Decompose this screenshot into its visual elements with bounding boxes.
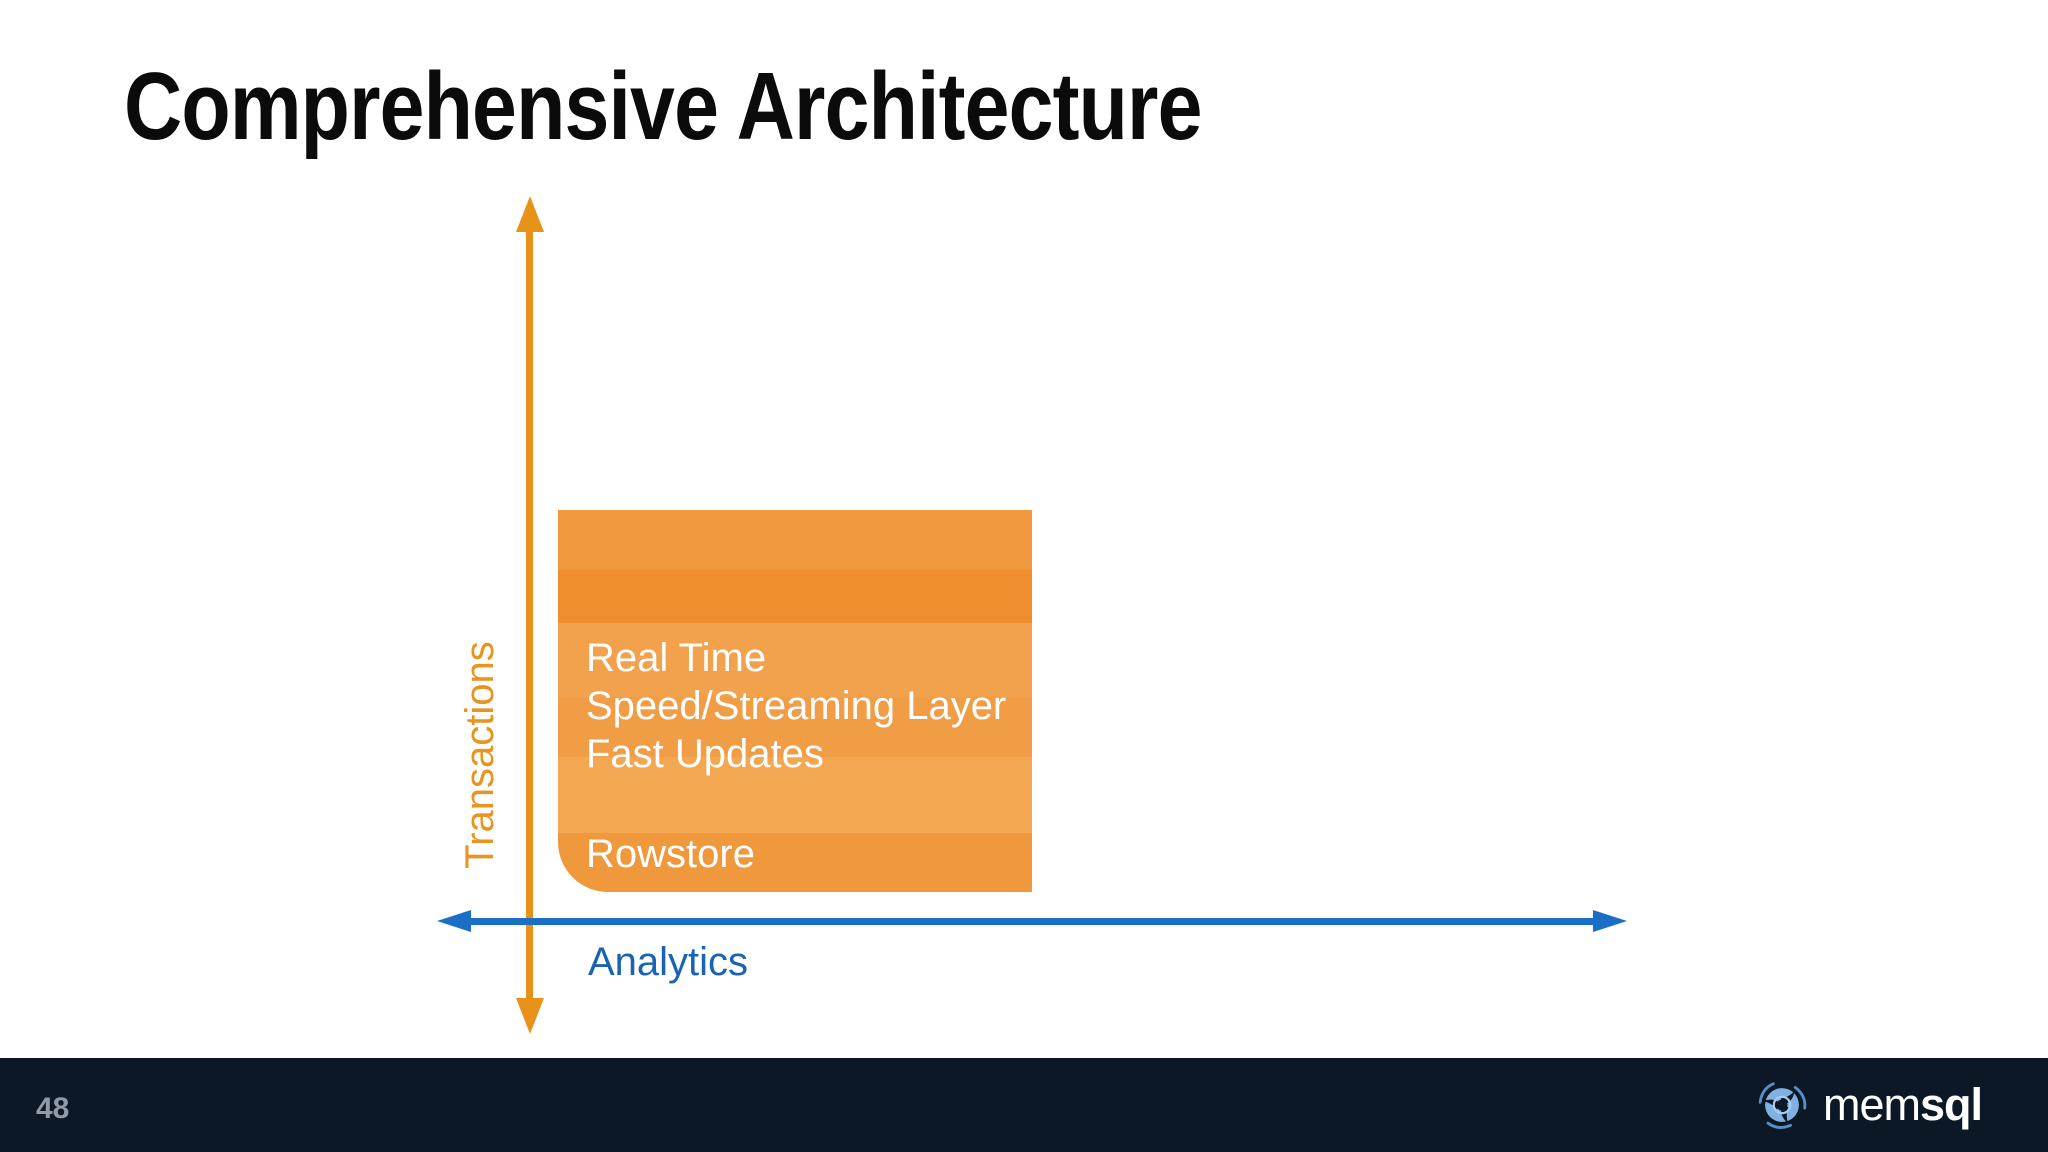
- y-axis-line: [526, 226, 533, 1002]
- down-arrowhead-icon: [516, 998, 544, 1034]
- right-arrowhead-icon: [1593, 910, 1627, 932]
- x-axis-label: Analytics: [588, 940, 749, 984]
- x-axis-line: [468, 918, 1596, 925]
- up-arrowhead-icon: [516, 196, 544, 232]
- box-line: Speed/Streaming Layer: [586, 684, 1007, 728]
- left-arrowhead-icon: [437, 910, 471, 932]
- page-title: Comprehensive Architecture: [124, 53, 1202, 160]
- box-text-block: Real Time Speed/Streaming Layer Fast Upd…: [586, 634, 1006, 778]
- page-number: 48: [36, 1092, 70, 1125]
- y-axis-label: Transactions: [458, 641, 502, 869]
- box-line: Fast Updates: [586, 732, 824, 776]
- memsql-wordmark: memsql: [1822, 1079, 1983, 1131]
- rowstore-label: Rowstore: [586, 832, 755, 876]
- box-line: Real Time: [586, 636, 767, 680]
- logo-text-mem: mem: [1822, 1079, 1921, 1130]
- logo-text-sql: sql: [1919, 1079, 1983, 1130]
- memsql-swirl-icon: [1758, 1082, 1807, 1129]
- architecture-box: Real Time Speed/Streaming Layer Fast Upd…: [558, 510, 1032, 892]
- footer: 48 memsql: [0, 1058, 2048, 1152]
- memsql-logo: memsql: [1753, 1058, 1983, 1152]
